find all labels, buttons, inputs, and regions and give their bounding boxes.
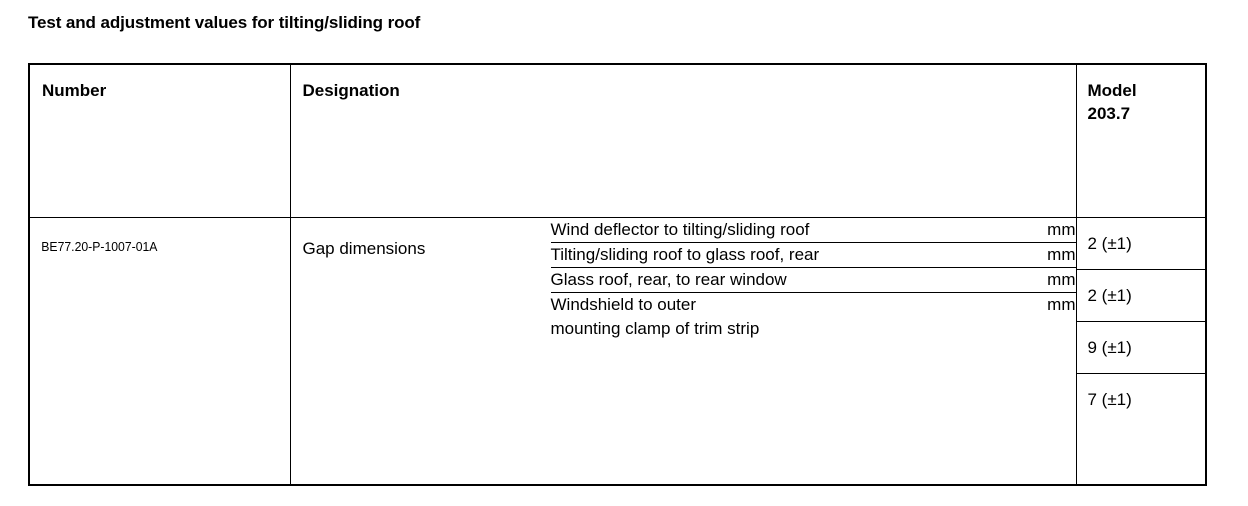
model-value-row: 7 (±1) [1077,374,1206,426]
measurement-row: Wind deflector to tilting/sliding roof m… [550,218,1076,243]
model-value-list: 2 (±1) 2 (±1) 9 (±1) 7 (±1) [1076,218,1206,426]
column-header-number: Number [42,81,107,100]
spec-table: Number Designation Model 203.7 BE77.20-P… [28,63,1207,486]
measurement-unit: mm [985,242,1076,268]
table-header-row: Number Designation Model 203.7 [28,63,1207,218]
measurement-description: Tilting/sliding roof to glass roof, rear [550,242,986,268]
measurement-unit: mm [985,267,1076,293]
table-row: BE77.20-P-1007-01A Gap dimensions Wind d… [28,217,1207,486]
measurement-description-line1: Windshield to outer [550,295,697,314]
measurement-description: Windshield to outer mounting clamp of tr… [551,293,986,356]
model-value-row: 9 (±1) [1076,321,1205,374]
column-header-model-line1: Model [1087,81,1137,100]
measurement-description-line1: Glass roof, rear, to rear window [550,270,787,289]
model-value: 9 (±1) [1076,321,1205,374]
cell-designation: Gap dimensions Wind deflector to tilting… [289,217,1077,486]
model-value-row: 2 (±1) [1076,218,1205,270]
cell-model-values: 2 (±1) 2 (±1) 9 (±1) 7 (±1) [1075,217,1207,486]
measurement-description: Glass roof, rear, to rear window [550,267,986,293]
measurement-unit: mm [1047,295,1076,314]
page-title: Test and adjustment values for tilting/s… [28,13,421,32]
column-header-model-cell: Model 203.7 [1075,63,1207,218]
measurement-description-line2: mounting clamp of trim strip [550,319,760,338]
measurement-list: Wind deflector to tilting/sliding roof m… [550,218,1076,356]
column-header-model: Model 203.7 [1077,65,1206,125]
measurement-row: Tilting/sliding roof to glass roof, rear… [550,242,1076,268]
model-value: 2 (±1) [1076,218,1205,270]
part-number-value: BE77.20-P-1007-01A [41,239,158,254]
measurement-row: Glass roof, rear, to rear window mm [550,267,1076,293]
cell-number: BE77.20-P-1007-01A [28,217,291,486]
measurement-description-line1: Tilting/sliding roof to glass roof, rear [550,245,820,264]
measurement-row: Windshield to outer mounting clamp of tr… [551,293,1076,356]
model-value: 2 (±1) [1076,269,1205,322]
column-header-designation: Designation [302,81,400,100]
model-value-row: 2 (±1) [1076,269,1205,322]
designation-value: Gap dimensions [302,239,426,258]
column-header-number-cell: Number [28,63,291,218]
measurement-unit: mm [985,218,1076,243]
measurement-description: Wind deflector to tilting/sliding roof [550,218,986,243]
model-value: 7 (±1) [1087,390,1132,409]
column-header-model-line2: 203.7 [1087,104,1131,123]
column-header-designation-cell: Designation [289,63,1077,218]
measurement-description-line1: Wind deflector to tilting/sliding roof [550,220,810,239]
